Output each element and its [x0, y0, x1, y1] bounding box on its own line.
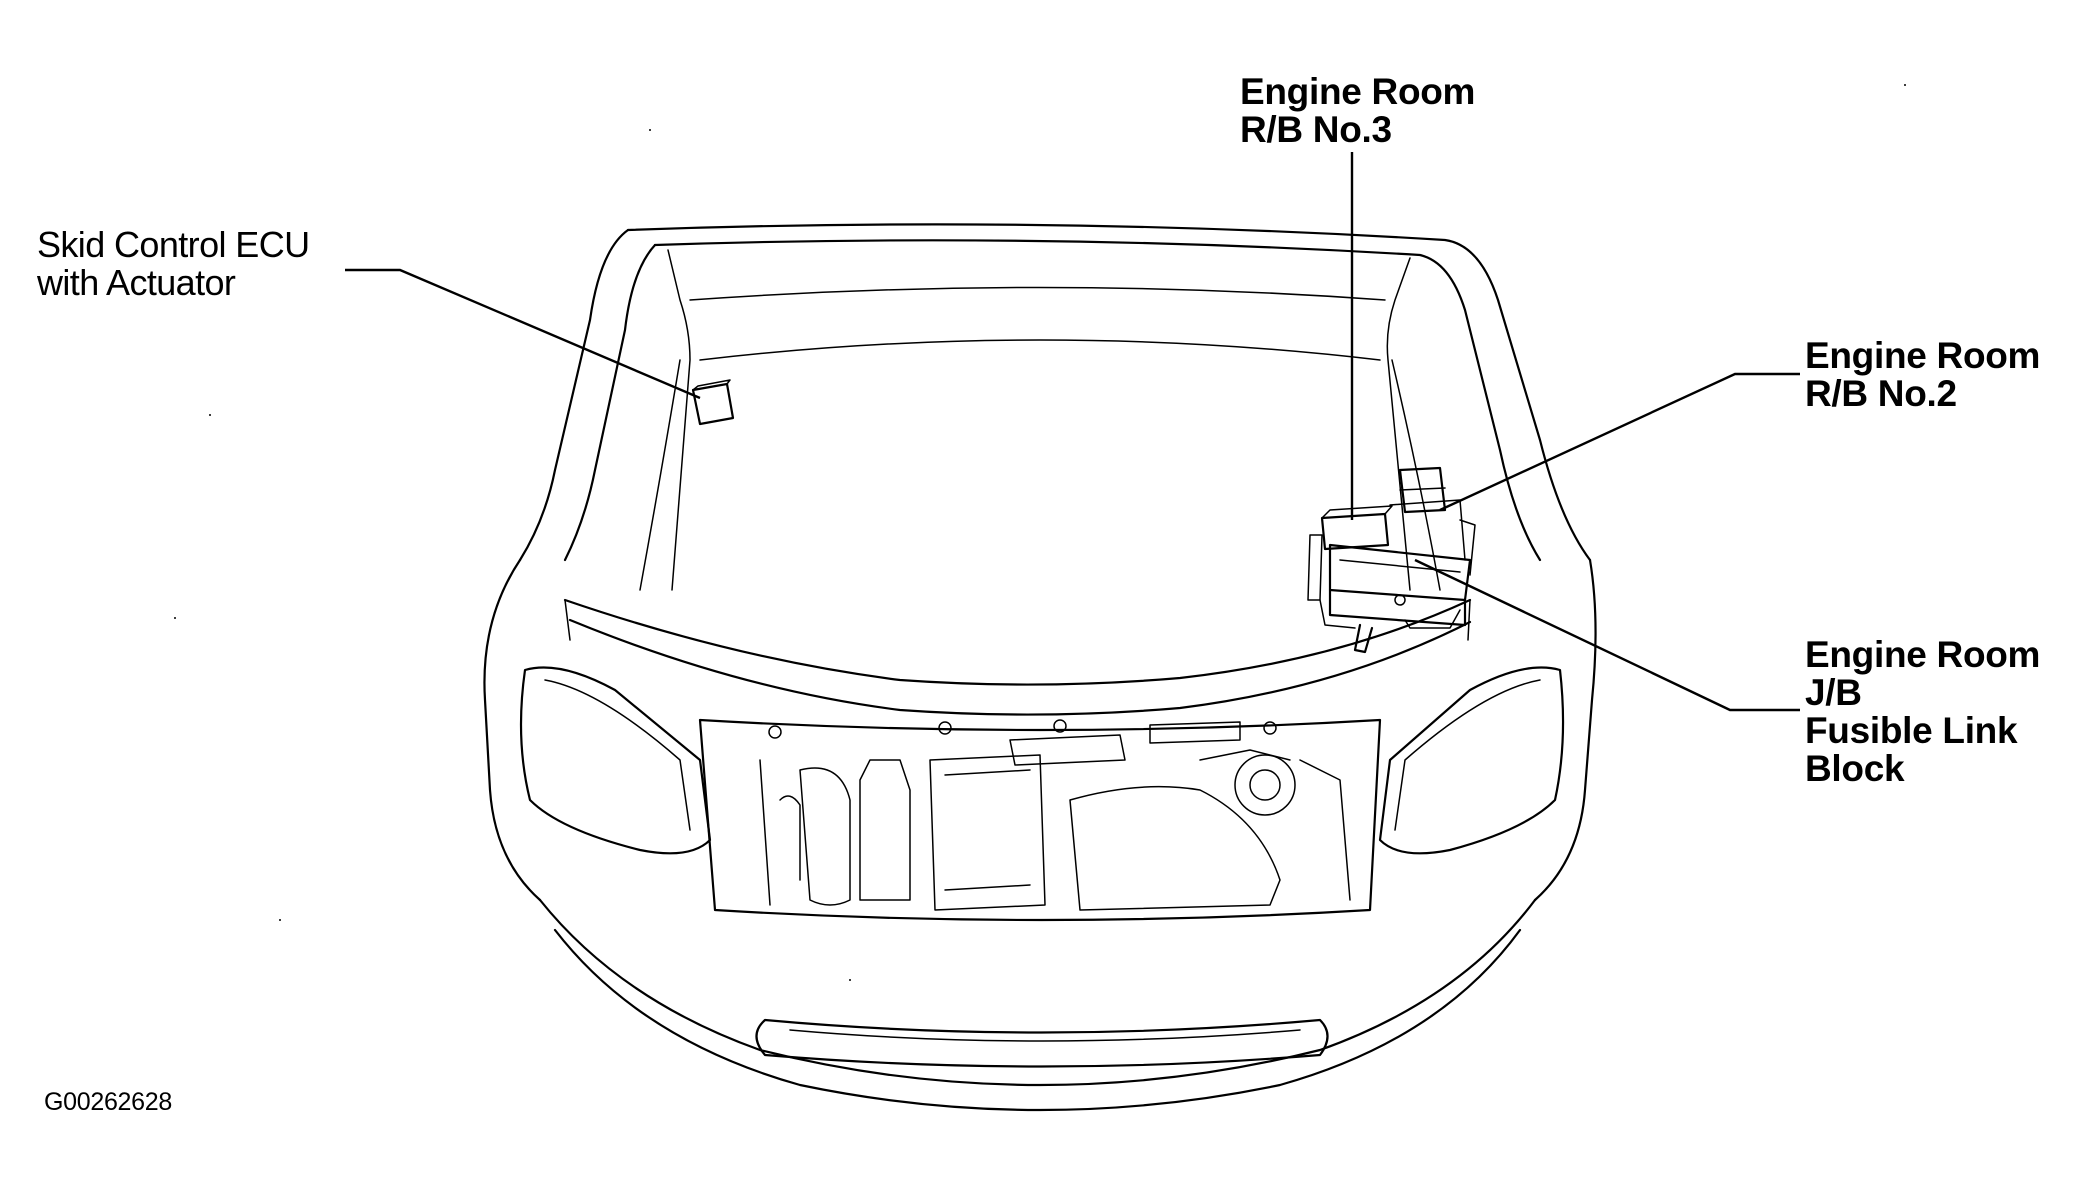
label-engine-room-jb: Engine Room J/B Fusible Link Block [1805, 636, 2040, 788]
label-engine-room-rb2: Engine Room R/B No.2 [1805, 337, 2040, 413]
engine-bay [698, 718, 1382, 922]
scan-specks [174, 84, 1906, 981]
right-headlight [1378, 666, 1565, 855]
label-engine-room-rb3: Engine Room R/B No.3 [1240, 73, 1475, 149]
relay-block-cluster [1307, 466, 1476, 654]
label-rb3-line2: R/B No.3 [1240, 109, 1392, 150]
label-skid-control-ecu-line2: with Actuator [37, 262, 236, 303]
label-jb-line1: Engine Room [1805, 634, 2041, 675]
left-headlight [519, 666, 712, 855]
label-rb2-line2: R/B No.2 [1805, 373, 1957, 414]
label-jb-line4: Block [1805, 748, 1905, 789]
label-rb3-line1: Engine Room [1240, 71, 1476, 112]
label-jb-line3: Fusible Link [1805, 710, 2018, 751]
leader-rb2 [1439, 372, 1800, 512]
figure-id: G00262628 [44, 1088, 172, 1116]
leader-lines [345, 152, 1800, 712]
label-skid-control-ecu-line1: Skid Control ECU [37, 224, 310, 265]
hood [518, 223, 1592, 716]
leader-skid-ecu [345, 268, 701, 400]
body-outline [483, 558, 1597, 1112]
skid-control-ecu-box [691, 379, 735, 426]
label-jb-line2: J/B [1805, 672, 1862, 713]
label-rb2-line1: Engine Room [1805, 335, 2041, 376]
label-skid-control-ecu: Skid Control ECU with Actuator [37, 226, 310, 302]
leader-jb [1414, 558, 1800, 712]
